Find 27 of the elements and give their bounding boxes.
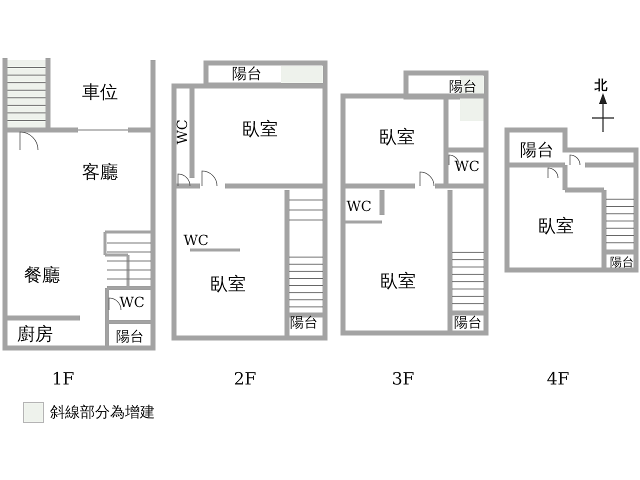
floor-label: 2F [234,372,256,388]
room-label: 陽台 [232,66,262,82]
room-label: 餐廳 [24,267,60,285]
room-label: 臥室 [210,276,246,294]
room-label: 陽台 [290,316,318,330]
room-label: 陽台 [116,330,144,344]
north-label: 北 [594,80,608,92]
room-label: WC [183,234,209,248]
room-label: 臥室 [242,121,278,139]
room-label: 廚房 [17,326,53,344]
floor-label: 1F [52,372,74,388]
room-label: 車位 [82,84,118,102]
room-label: WC [176,119,190,145]
room-label: WC [454,160,480,174]
room-label: 陽台 [610,256,634,268]
room-label: 客廳 [82,164,118,182]
legend-text: 斜線部分為增建 [50,404,155,420]
room-label: 臥室 [538,218,574,236]
floor-label: 3F [392,372,414,388]
room-label: WC [119,296,145,310]
floor-label: 4F [546,372,570,388]
room-label: 臥室 [380,273,416,291]
room-label: 臥室 [379,129,415,147]
room-label: WC [346,200,372,214]
room-label: 陽台 [520,142,554,160]
room-label: 陽台 [449,80,477,94]
room-label: 陽台 [454,316,482,330]
